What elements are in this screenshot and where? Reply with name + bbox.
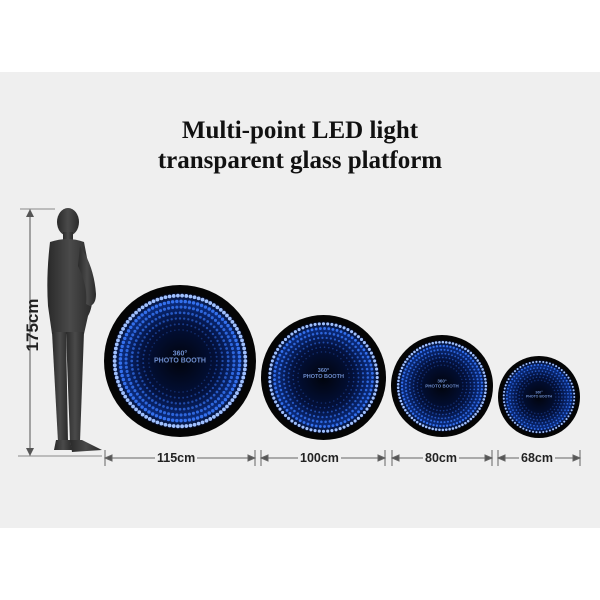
led-disc-icon: [498, 356, 580, 438]
platform-brand: 360° PHOTO BOOTH: [303, 368, 344, 381]
brand-line-1: 360°: [437, 378, 447, 384]
person-silhouette-icon: [47, 208, 102, 452]
brand-line-2: PHOTO BOOTH: [425, 382, 459, 388]
platform-80: 360° PHOTO BOOTH: [391, 335, 493, 437]
platform-brand: 360° PHOTO BOOTH: [154, 351, 206, 366]
platform-100: 360° PHOTO BOOTH: [261, 315, 386, 440]
size-label-68: 68cm: [519, 451, 555, 465]
title-line-2: transparent glass platform: [157, 147, 443, 174]
brand-line-2: PHOTO BOOTH: [154, 357, 206, 365]
led-disc-icon: [391, 335, 493, 437]
platform-brand: 360° PHOTO BOOTH: [425, 379, 458, 388]
brand-line-1: 360°: [317, 368, 330, 375]
size-label-115: 115cm: [155, 451, 198, 465]
size-label-80: 80cm: [423, 451, 459, 465]
brand-line-2: PHOTO BOOTH: [526, 394, 552, 399]
brand-line-1: 360°: [172, 350, 188, 358]
brand-line-1: 360°: [535, 390, 543, 395]
led-disc-icon: [261, 315, 386, 440]
brand-line-2: PHOTO BOOTH: [303, 374, 344, 380]
title-line-1: Multi-point LED light: [181, 117, 419, 144]
size-label-100: 100cm: [298, 451, 341, 465]
led-disc-icon: [104, 285, 256, 437]
platform-68: 360° PHOTO BOOTH: [498, 356, 580, 438]
platform-115: 360° PHOTO BOOTH: [104, 285, 256, 437]
platform-brand: 360° PHOTO BOOTH: [526, 390, 552, 399]
